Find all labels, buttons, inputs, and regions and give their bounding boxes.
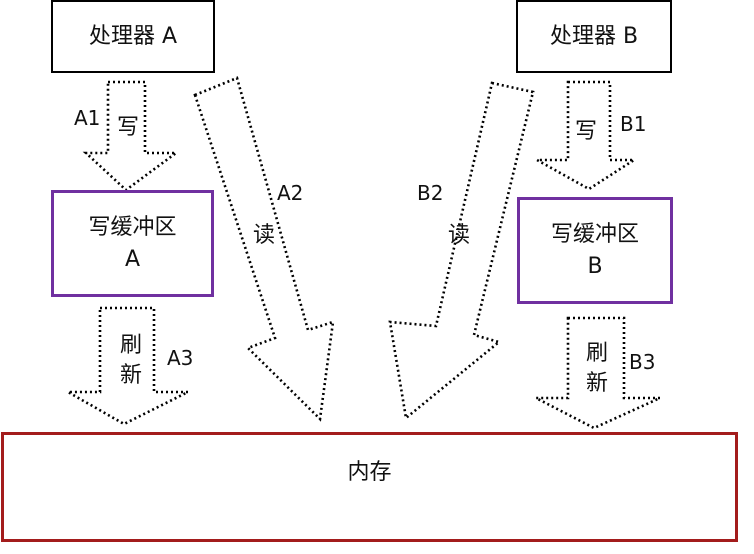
arrow-b3-action-2: 新 (585, 371, 608, 396)
arrow-a3-flush (63, 306, 189, 426)
arrow-a2-read (193, 76, 335, 422)
arrow-a1-id: A1 (74, 106, 101, 130)
write-buffer-a-id: A (124, 246, 141, 272)
write-buffer-a-box: 写缓冲区 A (51, 190, 214, 297)
processor-b-label: 处理器 B (549, 23, 639, 49)
arrow-a3-action-1: 刷 (119, 333, 142, 358)
memory-box: 内存 (1, 432, 738, 542)
processor-a-box: 处理器 A (51, 0, 215, 73)
arrow-b2-read (388, 81, 535, 421)
arrow-b3-flush (535, 316, 661, 430)
write-buffer-b-title: 写缓冲区 (550, 221, 639, 247)
arrow-b1-action: 写 (574, 119, 597, 144)
arrow-a1-action: 写 (116, 115, 139, 140)
write-buffer-b-box: 写缓冲区 B (517, 197, 673, 304)
processor-a-label: 处理器 A (88, 23, 178, 49)
arrow-b2-action: 读 (447, 223, 470, 248)
arrow-b1-write (531, 80, 639, 191)
arrow-b3-action-1: 刷 (585, 341, 608, 366)
arrow-a1-write (82, 80, 180, 192)
arrow-b2-id: B2 (417, 181, 444, 205)
arrow-a3-id: A3 (167, 346, 194, 370)
write-buffer-a-title: 写缓冲区 (88, 214, 177, 240)
memory-label: 内存 (347, 460, 392, 485)
write-buffer-b-id: B (587, 253, 603, 279)
arrow-a2-action: 读 (252, 223, 275, 248)
arrow-b3-id: B3 (629, 350, 656, 374)
arrow-b1-id: B1 (620, 112, 647, 136)
arrow-a3-action-2: 新 (119, 363, 142, 388)
processor-b-box: 处理器 B (516, 0, 672, 73)
arrow-a2-id: A2 (277, 181, 304, 205)
